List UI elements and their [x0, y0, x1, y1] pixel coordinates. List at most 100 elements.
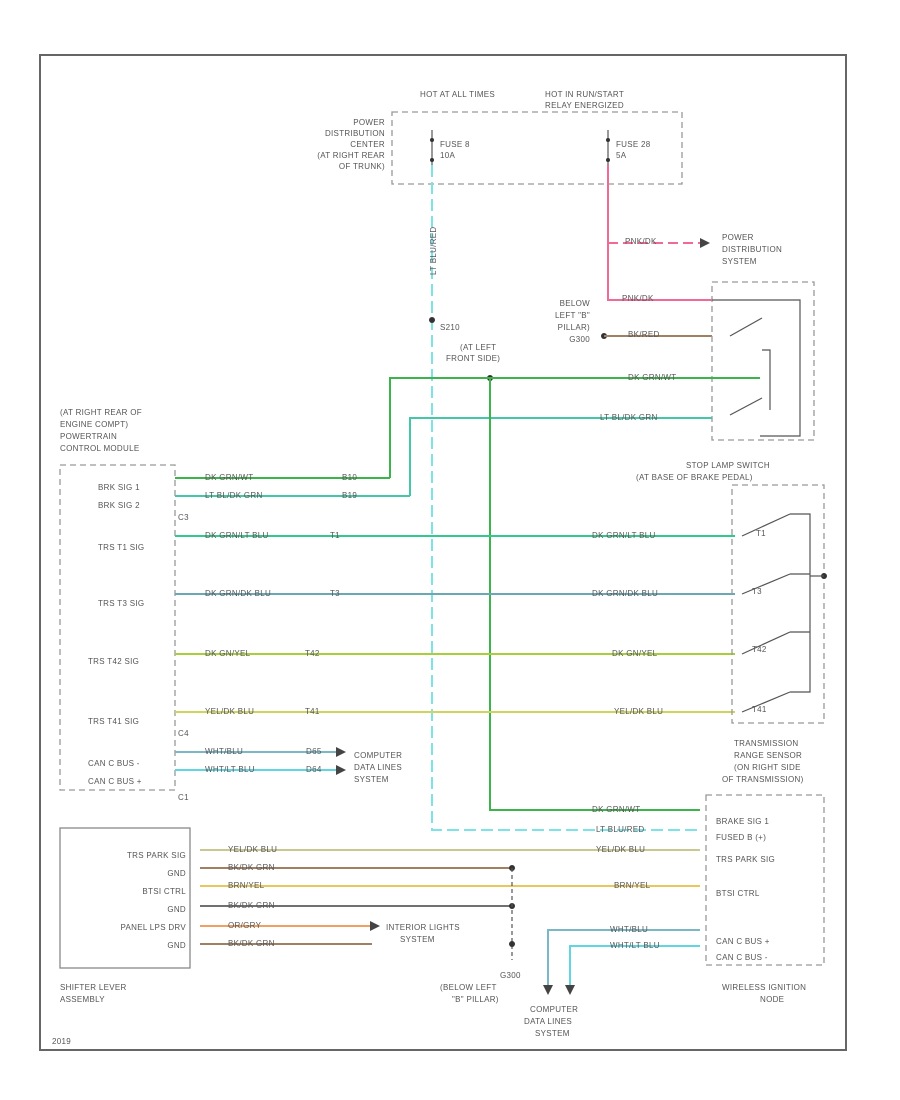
trs-switch-box [731, 484, 825, 724]
slsw-label-2: (AT BASE OF BRAKE PEDAL) [636, 473, 753, 482]
fuse-28-label: FUSE 28 [616, 140, 651, 149]
wire-wim-can-m [569, 945, 700, 985]
shifter-label-1: SHIFTER LEVER [60, 983, 127, 992]
wim-btsi-ctrl: BTSI CTRL [716, 889, 760, 898]
pcm-brk-sig-1: BRK SIG 1 [98, 483, 140, 492]
pdc-label-1: POWER [353, 118, 385, 127]
code-b10: B10 [342, 473, 357, 482]
int-lights-label-2: SYSTEM [400, 935, 435, 944]
tr-label-2: RANGE SENSOR [734, 751, 802, 760]
g300-label-2: (BELOW LEFT [440, 983, 497, 992]
pcm-can-c-bus-m: CAN C BUS - [88, 759, 140, 768]
code-t3: T3 [330, 589, 340, 598]
int-lights-arrow [370, 921, 380, 931]
brake-switch-link [712, 299, 801, 437]
pdc-label-4: (AT RIGHT REAR [317, 151, 385, 160]
int-lights-label-1: INTERIOR LIGHTS [386, 923, 460, 932]
wire-sla-gnd-1-label: BK/DK GRN [228, 863, 275, 872]
cdl2-arrow-2 [565, 985, 575, 995]
wire-trs-t1-label-r: DK GRN/LT BLU [592, 531, 656, 540]
cdl-label-3: SYSTEM [354, 775, 389, 784]
below-label-3: PILLAR) [558, 323, 590, 332]
fuse-8-amp-label: 10A [440, 151, 455, 160]
wire-pink-label: PNK/DK [625, 237, 657, 246]
trs-common-bus [790, 513, 811, 693]
pcm-trs-t3: TRS T3 SIG [98, 599, 144, 608]
wim-fused-b: FUSED B (+) [716, 833, 766, 842]
wire-trs-t41-label-r: YEL/DK BLU [614, 707, 663, 716]
pcm-c1: C1 [178, 793, 189, 802]
wim-label-1: WIRELESS IGNITION [722, 983, 806, 992]
code-t1: T1 [330, 531, 340, 540]
wire-lt-bl-dk-grn-top [409, 417, 712, 496]
pcm-label-1: (AT RIGHT REAR OF [60, 408, 142, 417]
sla-btsi: BTSI CTRL [142, 887, 186, 896]
wire-sla-trs-park-label-r: YEL/DK BLU [596, 845, 645, 854]
wire-trs-t3-label-l: DK GRN/DK BLU [205, 589, 271, 598]
diagram-frame [39, 54, 847, 1051]
wire-dk-grn-wt-label-top: DK GRN/WT [628, 373, 676, 382]
wim-can-m-label: WHT/LT BLU [610, 941, 660, 950]
wire-sla-panel-label: OR/GRY [228, 921, 262, 930]
trs-sw-label-1: T1 [756, 529, 766, 538]
wire-sla-trs-park-label: YEL/DK BLU [228, 845, 277, 854]
below-label-2: LEFT "B" [555, 311, 590, 320]
pcm-trs-t41: TRS T41 SIG [88, 717, 139, 726]
sla-trs-park-sig: TRS PARK SIG [127, 851, 186, 860]
pcm-c3-top: C3 [178, 513, 189, 522]
wire-dk-grn-wt-top [389, 377, 760, 478]
brake-switch-mid-link [762, 349, 771, 410]
pds-arrow [700, 238, 710, 248]
code-b19: B19 [342, 491, 357, 500]
trs-sw-label-4: T41 [752, 705, 767, 714]
sla-gnd-3: GND [167, 941, 186, 950]
pcm-brk-sig-2: BRK SIG 2 [98, 501, 140, 510]
hot-in-run-start-label: HOT IN RUN/START [545, 90, 624, 99]
pcm-label-2: ENGINE COMPT) [60, 420, 128, 429]
pcm-can-c-bus-p: CAN C BUS + [88, 777, 142, 786]
trs-common-taps [790, 573, 810, 633]
wim-trs-park-sig: TRS PARK SIG [716, 855, 775, 864]
cdl2-label-1: COMPUTER [530, 1005, 578, 1014]
wire-sla-gnd-3-label: BK/DK GRN [228, 939, 275, 948]
pds-label-1: POWER [722, 233, 754, 242]
code-t42: T42 [305, 649, 320, 658]
wim-label-2: NODE [760, 995, 784, 1004]
pdc-label-3: CENTER [350, 140, 385, 149]
tr-label-3: (ON RIGHT SIDE [734, 763, 801, 772]
pcm-c4: C4 [178, 729, 189, 738]
cdl-label-1: COMPUTER [354, 751, 402, 760]
power-distribution-center-box [391, 111, 683, 185]
pds-label-2: DISTRIBUTION [722, 245, 782, 254]
wireless-ignition-node-box [705, 794, 825, 966]
splice-s210-dot [429, 317, 435, 323]
wire-sla-gnd-2-label: BK/DK GRN [228, 901, 275, 910]
pds-label-3: SYSTEM [722, 257, 757, 266]
code-t41: T41 [305, 707, 320, 716]
trs-sw-3 [741, 631, 791, 655]
tr-label-4: OF TRANSMISSION) [722, 775, 804, 784]
wire-lt-blu-red-label: LT BLU/RED [429, 227, 438, 276]
sla-panel-lps: PANEL LPS DRV [120, 923, 186, 932]
tr-label-1: TRANSMISSION [734, 739, 799, 748]
wire-can-m-label: WHT/BLU [205, 747, 243, 756]
pcm-label-4: CONTROL MODULE [60, 444, 139, 453]
sla-gnd-2: GND [167, 905, 186, 914]
wire-dk-grn-wt-to-trs [489, 378, 700, 811]
fuse-8-top-dot [430, 138, 434, 142]
fuse-28-top-dot [606, 138, 610, 142]
pdc-label-2: DISTRIBUTION [325, 129, 385, 138]
code-d64: D64 [306, 765, 322, 774]
wire-sla-btsi-label-r: BRN/YEL [614, 881, 651, 890]
can-p-arrow [336, 765, 346, 775]
hot-at-all-times-label: HOT AT ALL TIMES [420, 90, 495, 99]
wire-trs-t42-label-l: DK GN/YEL [205, 649, 251, 658]
left-front-label-1: (AT LEFT [460, 343, 496, 352]
below-label-1: BELOW [560, 299, 591, 308]
trs-sw-label-2: T3 [752, 587, 762, 596]
wire-pcm-brk-sig-1-label: DK GRN/WT [205, 473, 253, 482]
trs-sw-label-3: T42 [752, 645, 767, 654]
wim-wire-lt-blu-red-label: LT BLU/RED [596, 825, 645, 834]
wire-trs-t3-label-r: DK GRN/DK BLU [592, 589, 658, 598]
